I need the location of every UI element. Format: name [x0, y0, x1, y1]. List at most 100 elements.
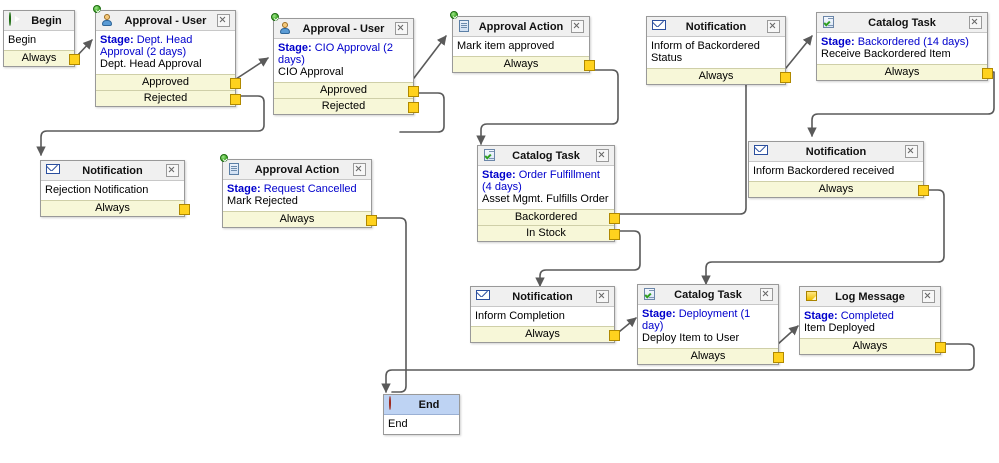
condition-label: Always — [852, 340, 888, 352]
output-port[interactable] — [584, 60, 595, 71]
output-port[interactable] — [935, 342, 946, 353]
node-title: Catalog Task — [512, 149, 580, 162]
node-begin[interactable]: Begin Begin Always — [3, 10, 80, 67]
condition-approved[interactable]: Approved — [274, 82, 419, 98]
node-title: Notification — [512, 290, 573, 303]
condition-always[interactable]: Always — [453, 56, 595, 72]
node-notification-backordered-received[interactable]: Notification Inform Backordered received… — [748, 141, 929, 198]
stage-value: Completed — [840, 310, 894, 322]
node-body: Begin — [4, 31, 74, 50]
close-icon[interactable] — [166, 164, 179, 177]
node-approval-user-cio[interactable]: Approval - User Stage: CIO Approval (2 d… — [271, 13, 419, 115]
close-icon[interactable] — [767, 20, 780, 33]
stage-value: Deployment (1 day) — [642, 308, 751, 332]
node-log-message-completed[interactable]: Log Message Stage: Completed Item Deploy… — [799, 286, 946, 355]
output-port[interactable] — [918, 185, 929, 196]
wire-rejected-action-to-end — [371, 217, 407, 393]
condition-label: Always — [525, 328, 560, 340]
close-icon[interactable] — [596, 290, 609, 303]
close-icon[interactable] — [922, 290, 935, 303]
stage-label: Stage: — [482, 169, 516, 181]
output-port[interactable] — [69, 54, 80, 65]
close-icon[interactable] — [353, 163, 366, 176]
wire-approval-action-to-fulfillment — [476, 69, 619, 145]
node-catalog-task-order-fulfillment[interactable]: Catalog Task Stage: Order Fulfillment (4… — [477, 145, 620, 242]
node-catalog-task-backordered[interactable]: Catalog Task Stage: Backordered (14 days… — [816, 12, 993, 81]
condition-rejected[interactable]: Rejected — [274, 98, 419, 114]
close-icon[interactable] — [760, 288, 773, 301]
condition-backordered[interactable]: Backordered — [478, 209, 620, 225]
condition-always[interactable]: Always — [471, 326, 620, 342]
wire-dept-approved-to-cio — [235, 57, 269, 80]
node-stage: Stage: Dept. Head Approval (2 days) — [100, 34, 231, 58]
close-icon[interactable] — [905, 145, 918, 158]
output-port[interactable] — [609, 330, 620, 341]
node-title: Approval Action — [478, 20, 564, 33]
wire-catalog-backordered-to-notification — [807, 71, 995, 137]
condition-rejected[interactable]: Rejected — [96, 90, 241, 106]
condition-label: Always — [95, 202, 130, 214]
condition-label: Rejected — [321, 100, 366, 112]
output-port[interactable] — [230, 78, 241, 89]
node-catalog-task-deployment[interactable]: Catalog Task Stage: Deployment (1 day) D… — [637, 284, 784, 365]
close-icon[interactable] — [395, 22, 408, 35]
output-port[interactable] — [773, 352, 784, 363]
output-port[interactable] — [408, 102, 419, 113]
node-body: Inform Backordered received — [749, 162, 923, 181]
condition-always[interactable]: Always — [638, 348, 784, 364]
node-body: Stage: Backordered (14 days) Receive Bac… — [817, 33, 987, 64]
output-port[interactable] — [408, 86, 419, 97]
node-description: Mark item approved — [457, 40, 555, 52]
end-icon — [389, 396, 404, 412]
node-approval-action-rejected[interactable]: Approval Action Stage: Request Cancelled… — [220, 154, 377, 228]
node-end[interactable]: End End — [383, 394, 460, 435]
condition-always[interactable]: Always — [647, 68, 791, 84]
wire-backorder-status-to-catalog — [785, 35, 813, 69]
condition-in-stock[interactable]: In Stock — [478, 225, 620, 241]
wire-cio-approved-to-action — [413, 35, 447, 79]
close-icon[interactable] — [217, 14, 230, 27]
node-title: Notification — [805, 145, 867, 158]
node-stage: Stage: Backordered (14 days) — [821, 36, 983, 48]
stage-label: Stage: — [100, 34, 134, 46]
output-port[interactable] — [780, 72, 791, 83]
output-port[interactable] — [982, 68, 993, 79]
close-icon[interactable] — [596, 149, 609, 162]
mail-icon — [46, 163, 61, 178]
condition-always[interactable]: Always — [223, 211, 377, 227]
stage-value: Request Cancelled — [263, 183, 357, 195]
condition-always[interactable]: Always — [817, 64, 993, 80]
output-port[interactable] — [366, 215, 377, 226]
node-header: Notification — [749, 142, 923, 162]
stage-value: CIO Approval (2 days) — [278, 42, 393, 66]
node-header: Notification — [647, 17, 785, 37]
condition-label: Always — [818, 183, 854, 195]
stage-label: Stage: — [278, 42, 312, 54]
node-approval-user-dept-head[interactable]: Approval - User Stage: Dept. Head Approv… — [93, 5, 241, 107]
node-header: Approval - User — [271, 13, 413, 39]
output-port[interactable] — [230, 94, 241, 105]
condition-approved[interactable]: Approved — [96, 74, 241, 90]
condition-label: Always — [21, 52, 57, 64]
node-body: Mark item approved — [453, 37, 589, 56]
close-icon[interactable] — [571, 20, 584, 33]
node-notification-backordered-status[interactable]: Notification Inform of Backordered Statu… — [646, 16, 791, 85]
catalog-task-icon — [643, 287, 658, 302]
node-approval-action-approved[interactable]: Approval Action Mark item approved Alway… — [450, 11, 595, 73]
stage-label: Stage: — [227, 183, 261, 195]
condition-always[interactable]: Always — [41, 200, 190, 216]
condition-always[interactable]: Always — [4, 50, 80, 66]
approval-user-icon — [271, 13, 294, 36]
node-notification-rejection[interactable]: Notification Rejection Notification Alwa… — [40, 160, 190, 217]
catalog-task-icon — [822, 15, 837, 30]
node-notification-completion[interactable]: Notification Inform Completion Always — [470, 286, 620, 343]
condition-always[interactable]: Always — [749, 181, 929, 197]
close-icon[interactable] — [969, 16, 982, 29]
output-port[interactable] — [179, 204, 190, 215]
output-port[interactable] — [609, 229, 620, 240]
node-body: Stage: Completed Item Deployed — [800, 307, 940, 338]
condition-always[interactable]: Always — [800, 338, 946, 354]
node-header: Approval Action — [450, 11, 589, 37]
output-port[interactable] — [609, 213, 620, 224]
